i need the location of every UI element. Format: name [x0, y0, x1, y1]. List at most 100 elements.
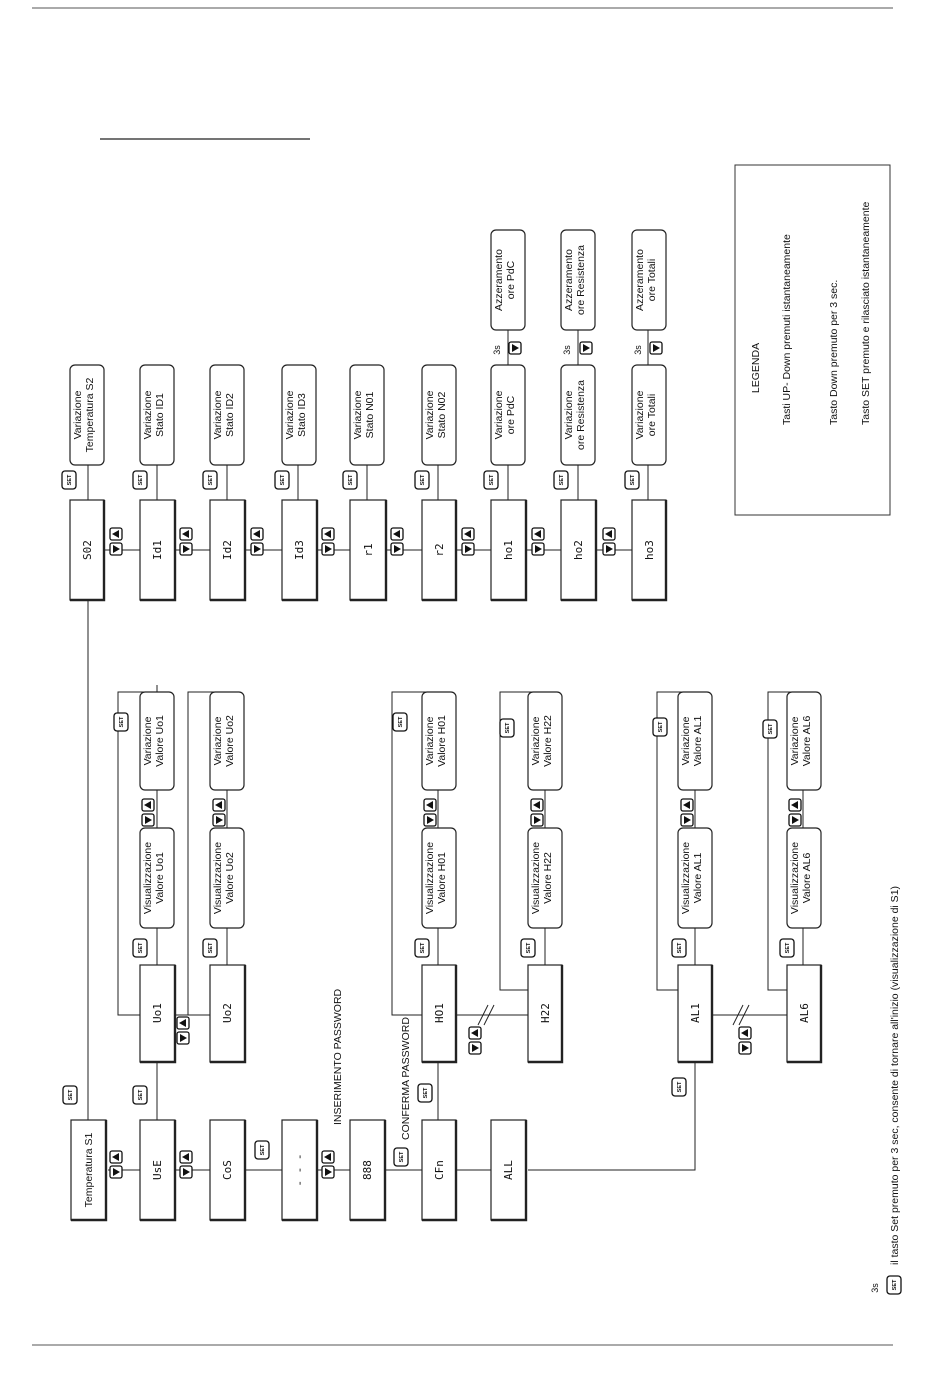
box-line2: ore Totali	[646, 259, 658, 301]
svg-text:SET: SET	[138, 474, 144, 485]
up-arrow-icon	[423, 798, 437, 812]
main-chain: Temperatura S1 UsE CoS - - - 888 CFn	[70, 1119, 528, 1222]
svg-text:SET: SET	[348, 474, 354, 485]
node-label: AL6	[798, 1003, 811, 1023]
box-var-tot: Variazione ore Totali	[631, 364, 667, 466]
node-label: ALL	[502, 1160, 515, 1180]
svg-text:SET: SET	[138, 942, 144, 953]
box-line1: Variazione	[789, 716, 801, 765]
set-key-icon: SET	[483, 470, 499, 490]
svg-text:SET: SET	[423, 1087, 429, 1098]
down-arrow-icon	[179, 1165, 193, 1179]
box-vis-al6: Visualizzazione Valore AL6	[786, 827, 822, 929]
down-arrow-icon	[461, 542, 475, 556]
node-ho1: HO1	[421, 964, 458, 1064]
down-arrow-icon	[680, 813, 694, 827]
up-arrow-icon	[468, 1026, 482, 1040]
svg-text:SET: SET	[399, 1151, 405, 1162]
svg-text:SET: SET	[489, 474, 495, 485]
box-line1: Variazione	[530, 716, 542, 765]
down-arrow-icon	[788, 813, 802, 827]
up-arrow-icon	[530, 798, 544, 812]
box-line2: Stato N01	[364, 391, 376, 438]
node-dash: - - -	[281, 1119, 319, 1222]
box-var-s2: Variazione Temperatura S2	[69, 364, 105, 466]
box-line1: Variazione	[284, 390, 296, 439]
node-label: Uo1	[151, 1003, 164, 1023]
box-az-pdc: Azzeramento ore PdC	[490, 229, 526, 331]
node-id1: Id1	[139, 499, 177, 602]
svg-text:SET: SET	[892, 1279, 898, 1290]
up-arrow-icon	[141, 798, 155, 812]
up-arrow-icon	[680, 798, 694, 812]
svg-text:SET: SET	[67, 474, 73, 485]
box-line2: ore PdC	[505, 260, 517, 299]
detail-boxes: Visualizzazione Valore Uo1 Variazione Va…	[139, 691, 822, 929]
svg-text:SET: SET	[658, 721, 664, 732]
node-ho-3: ho3	[631, 499, 668, 602]
up-arrow-icon	[176, 1016, 190, 1030]
node-label: r1	[362, 543, 375, 556]
set-key-icon: SET	[392, 712, 408, 732]
s02-column: S02 Id1 Id2 Id3 r1 r2	[69, 229, 668, 602]
node-s02: S02	[69, 499, 106, 602]
node-all: ALL	[490, 1119, 528, 1222]
box-line1: Azzeramento	[493, 249, 505, 311]
box-vis-uo1: Visualizzazione Valore Uo1	[139, 827, 175, 929]
up-arrow-icon	[461, 527, 475, 541]
svg-text:SET: SET	[677, 942, 683, 953]
box-var-id3: Variazione Stato ID3	[281, 364, 317, 466]
svg-text:SET: SET	[260, 1144, 266, 1155]
box-line2: Valore H22	[542, 715, 554, 767]
node-label: CoS	[221, 1160, 234, 1180]
box-line2: Stato N02	[436, 391, 448, 438]
down-arrow-icon	[109, 1165, 123, 1179]
three-seconds-label: 3s	[633, 345, 643, 355]
set-key-icon: SET	[274, 470, 290, 490]
node-cos: CoS	[209, 1119, 247, 1222]
set-key-icon: SET	[414, 470, 430, 490]
svg-text:SET: SET	[68, 1089, 74, 1100]
down-arrow-icon	[508, 341, 522, 355]
node-cfn: CFn	[421, 1119, 458, 1222]
legend-down3s-text: Tasto Down premuto per 3 sec.	[828, 280, 840, 425]
box-var-id2: Variazione Stato ID2	[209, 364, 245, 466]
svg-text:SET: SET	[630, 474, 636, 485]
node-label: CFn	[433, 1160, 446, 1180]
node-label: Id1	[151, 540, 164, 560]
down-arrow-icon	[176, 1031, 190, 1045]
box-line2: ore Totali	[646, 394, 658, 436]
connectors	[87, 330, 804, 1171]
box-var-n02: Variazione Stato N02	[421, 364, 457, 466]
box-line1: Visualizzazione	[789, 842, 801, 914]
set-key-icon: SET	[414, 938, 430, 958]
box-line1: Variazione	[680, 716, 692, 765]
box-line2: Valore Uo1	[154, 715, 166, 767]
svg-text:SET: SET	[280, 474, 286, 485]
box-line2: Valore AL1	[692, 853, 704, 904]
svg-text:SET: SET	[677, 1081, 683, 1092]
box-vis-h01: Visualizzazione Valore H01	[421, 827, 457, 929]
down-arrow-icon	[649, 341, 663, 355]
label-conferma-password: CONFERMA PASSWORD	[400, 1017, 412, 1140]
box-line2: Valore H22	[542, 852, 554, 904]
box-line1: Variazione	[634, 390, 646, 439]
svg-text:SET: SET	[138, 1089, 144, 1100]
node-ho-1: ho1	[490, 499, 528, 602]
set-key-icon: SET	[61, 470, 77, 490]
down-arrow-icon	[531, 542, 545, 556]
box-line1: Variazione	[212, 716, 224, 765]
down-arrow-icon	[250, 542, 264, 556]
set-key-icon: SET	[202, 938, 218, 958]
box-vis-h22: Visualizzazione Valore H22	[527, 827, 563, 929]
box-line1: Visualizzazione	[530, 842, 542, 914]
set-key-icon: SET	[132, 470, 148, 490]
node-al1: AL1	[677, 964, 714, 1064]
up-arrow-icon	[250, 527, 264, 541]
set-key-icon: SET	[342, 470, 358, 490]
up-arrow-icon	[109, 527, 123, 541]
box-line2: Valore Uo2	[224, 852, 236, 904]
box-line1: Visualizzazione	[680, 842, 692, 914]
node-label: ho3	[643, 540, 656, 560]
